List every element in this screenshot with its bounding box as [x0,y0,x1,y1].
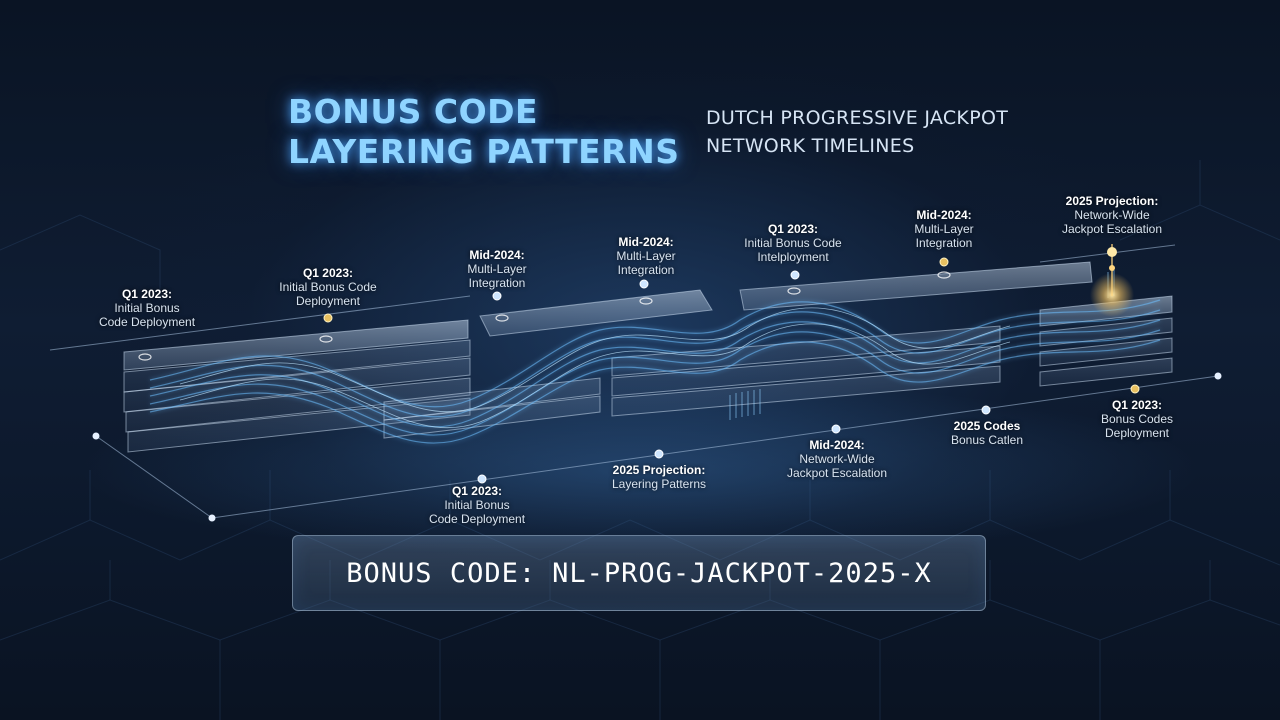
milestone-label: Mid-2024: Multi-Layer Integration [914,208,974,250]
projection-beacon [1090,244,1134,317]
hex-grid-floor [0,160,1280,720]
milestone-label: 2025 Codes Bonus Catlen [950,419,1024,447]
diagram-title: BONUS CODE LAYERING PATTERNS [288,92,680,171]
bonus-code-label: BONUS CODE: [346,557,537,589]
milestone-label: 2025 Projection: Layering Patterns [611,463,707,491]
timeline-guides [49,244,1219,519]
milestone-label: Mid-2024: Multi-Layer Integration [467,248,527,290]
milestone-label: Q1 2023: Initial Bonus Code Intelploymen… [744,222,842,264]
bonus-code-banner: BONUS CODE: NL-PROG-JACKPOT-2025-X [292,535,986,611]
milestone-label: Q1 2023: Initial Bonus Code Deployment [98,287,196,329]
milestone-label: Mid-2024: Network-Wide Jackpot Escalatio… [786,438,888,480]
milestone-label: Mid-2024: Multi-Layer Integration [616,235,676,277]
data-streams [149,299,1161,444]
milestone-label: Q1 2023: Bonus Codes Deployment [1100,398,1174,440]
milestone-label: Q1 2023: Initial Bonus Code Deployment [428,484,526,526]
diagram-subtitle: DUTCH PROGRESSIVE JACKPOT NETWORK TIMELI… [706,107,1009,157]
plate-stack-center-right [611,261,1093,417]
milestone-label: Q1 2023: Initial Bonus Code Deployment [279,266,377,308]
bonus-code-value: NL-PROG-JACKPOT-2025-X [552,557,932,589]
plate-markers [138,271,951,361]
timeline-nodes [92,257,1222,522]
data-streams-bright [179,307,1011,429]
milestone-label: 2025 Projection: Network-Wide Jackpot Es… [1061,194,1163,236]
